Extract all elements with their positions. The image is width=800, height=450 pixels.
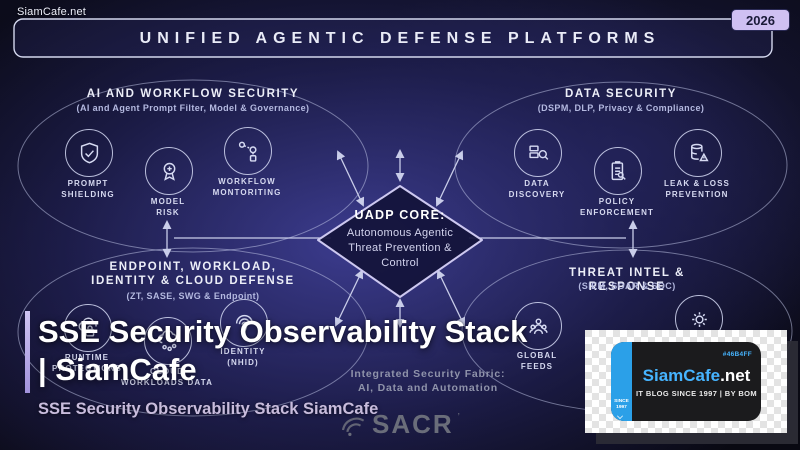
model-risk-badge-icon [163, 162, 175, 181]
gear-icon [691, 311, 707, 327]
promo-panel: #46B4FF SiamCafe.net IT BLOG SINCE 1997 … [585, 330, 787, 433]
card-brand: SiamCafe.net [632, 366, 761, 386]
cluster-subtitle-threat-intel: (SIEM, SOAR & SOC) [578, 281, 676, 291]
ellipse-endpoint-defense [17, 247, 369, 417]
cluster-title-endpoint-defense: ENDPOINT, WORKLOAD, IDENTITY & CLOUD DEF… [91, 261, 295, 287]
year-badge: 2026 [731, 9, 790, 31]
workflow-monitoring-node [224, 127, 272, 175]
uadp-core-diamond [317, 185, 483, 298]
workflow-nodes-icon [238, 141, 257, 162]
shield-check-icon [80, 142, 98, 164]
page-title: UNIFIED AGENTIC DEFENSE PLATFORMS [139, 30, 661, 47]
runtime-protections-node [64, 304, 112, 352]
data-discovery-node [514, 129, 562, 177]
node-label: POLICY ENFORCEMENT [580, 197, 654, 218]
cluster-title-data-security: DATA SECURITY [565, 88, 677, 100]
cluster-subtitle-ai-workflow: (AI and Agent Prompt Filter, Model & Gov… [76, 103, 310, 113]
cluster-title-threat-intel: THREAT INTEL & RESPONSE [569, 267, 685, 293]
card-hex-label: #46B4FF [722, 351, 752, 358]
node-label: MODEL RISK [150, 197, 186, 218]
node-label: CLOUD WORKLOADS DATA [121, 367, 213, 388]
fingerprint-icon [235, 314, 253, 332]
chevron-down-icon [617, 413, 624, 417]
policy-clipboard-icon [611, 160, 626, 180]
cluster-title-ai-workflow: AI AND WORKFLOW SECURITY [86, 88, 300, 100]
cluster-subtitle-endpoint-defense: (ZT, SASE, SWG & Endpoint) [126, 291, 260, 301]
node-label: IDENTITY (NHID) [220, 347, 266, 368]
overlay-heading-line1: SSE Security Observability Stack [38, 314, 528, 349]
cloud-lock-icon [77, 317, 97, 337]
prompt-shielding-node [65, 129, 113, 177]
cloud-workloads-node [144, 317, 192, 365]
card-tagline: IT BLOG SINCE 1997 | BY BOM [635, 389, 758, 398]
card-since-label: SINCE 1997 [614, 399, 629, 411]
sacr-trademark: ’ [457, 412, 460, 423]
ellipse-ai-workflow [17, 79, 369, 253]
core-body: Autonomous Agentic Threat Prevention & C… [346, 227, 454, 269]
watermark: SiamCafe.net [17, 6, 87, 18]
node-label: WORKFLOW MONTORITING [212, 177, 282, 198]
data-search-icon [528, 144, 548, 160]
node-label: DATA DISCOVERY [508, 179, 566, 200]
cloud-data-icon [157, 329, 177, 351]
node-label: PROMPT SHIELDING [61, 179, 115, 200]
identity-nhid-node [220, 299, 268, 347]
node-label: LEAK & LOSS PREVENTION [664, 179, 730, 200]
signal-arcs-icon [341, 417, 365, 436]
title-frame [13, 18, 773, 58]
overlay-heading-line2: | SiamCafe [38, 352, 197, 387]
node-label: GLOBAL FEEDS [516, 351, 558, 372]
fabric-caption-line1: Integrated Security Fabric: [350, 368, 506, 380]
model-risk-node [145, 147, 193, 195]
card-brand-suffix: .net [720, 366, 751, 385]
people-group-icon [528, 317, 548, 334]
global-feeds-node [514, 302, 562, 350]
cluster-subtitle-data-security: (DSPM, DLP, Privacy & Compliance) [537, 103, 705, 113]
connector-arrows [162, 149, 638, 328]
database-warning-icon [690, 143, 709, 161]
node-label: RUNTIME PROTECTIONS [52, 353, 122, 374]
heading-accent-bar [25, 311, 30, 393]
overlay-subheading: SSE Security Observability Stack SiamCaf… [38, 400, 379, 418]
sacr-logo: SACR ’ [338, 409, 460, 440]
siamcafe-card: #46B4FF SiamCafe.net IT BLOG SINCE 1997 … [611, 342, 761, 421]
card-accent-stripe [611, 342, 632, 421]
sacr-logo-text: SACR [372, 409, 454, 439]
fabric-caption-line2: AI, Data and Automation [358, 382, 498, 394]
leak-loss-prevention-node [674, 129, 722, 177]
policy-enforcement-node [594, 147, 642, 195]
core-title: UADP CORE: [354, 208, 446, 222]
card-brand-primary: SiamCafe [642, 366, 721, 385]
